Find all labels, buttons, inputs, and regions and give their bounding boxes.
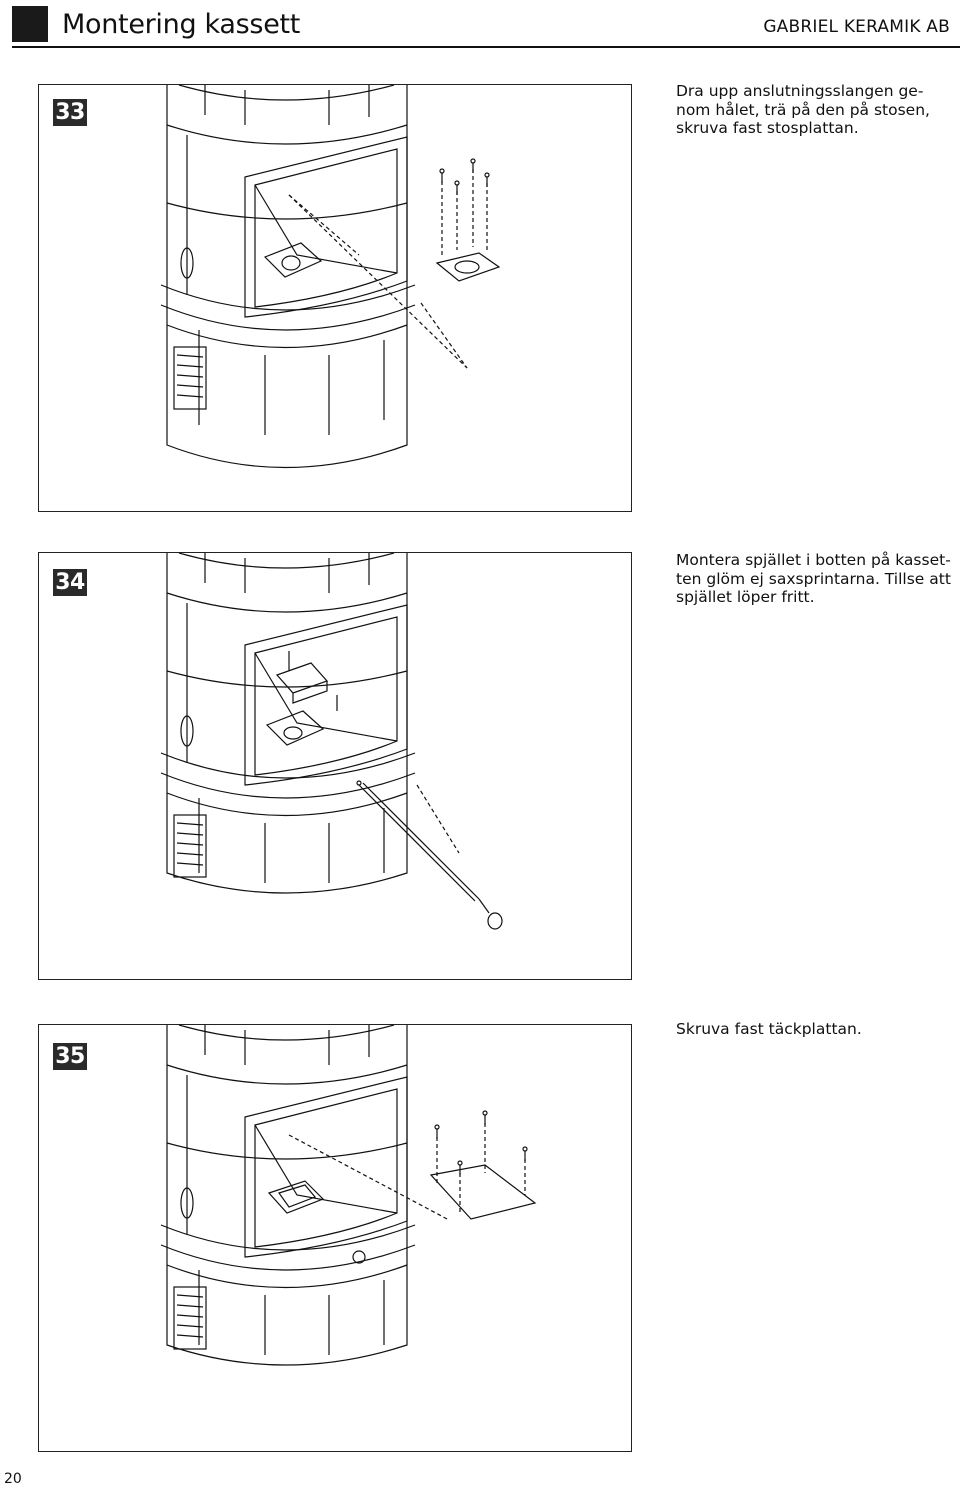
step-number-badge: 35: [53, 1043, 87, 1070]
stove-illustration-34: [160, 553, 503, 930]
step-number-badge: 33: [53, 99, 87, 126]
instruction-line: Montera spjället i botten på kasset-: [676, 551, 951, 569]
step-33-illustration-panel: 33: [38, 84, 632, 512]
step-34-instructions: Montera spjället i botten på kasset- ten…: [676, 551, 956, 607]
step-34-illustration-panel: 34: [38, 552, 632, 980]
header-rule: [12, 46, 960, 48]
instruction-line: Skruva fast täckplattan.: [676, 1020, 862, 1038]
instruction-line: nom hålet, trä på den på stosen,: [676, 100, 930, 119]
page-number: 20: [4, 1471, 22, 1487]
header-square-mark: [12, 6, 48, 42]
instruction-line: Dra upp anslutningsslangen ge-: [676, 82, 924, 100]
instruction-line: spjället löper fritt.: [676, 588, 815, 606]
company-name: GABRIEL KERAMIK AB: [763, 17, 950, 37]
stove-illustration-33: [160, 85, 501, 469]
step-number-badge: 34: [53, 569, 87, 596]
page-title: Montering kassett: [62, 9, 301, 40]
stove-illustration-35: [160, 1025, 537, 1366]
step-35-illustration-panel: 35: [38, 1024, 632, 1452]
step-35-instructions: Skruva fast täckplattan.: [676, 1020, 956, 1039]
instruction-line: ten glöm ej saxsprintarna. Tillse att: [676, 569, 951, 588]
step-33-instructions: Dra upp anslutningsslangen ge- nom hålet…: [676, 82, 956, 138]
instruction-line: skruva fast stosplattan.: [676, 119, 859, 137]
